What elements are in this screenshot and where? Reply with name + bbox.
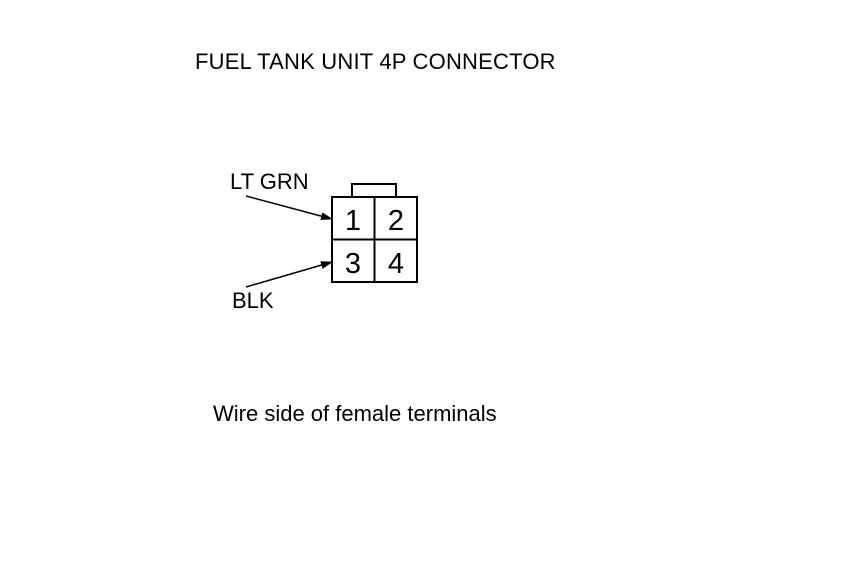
pin-number-4: 4: [388, 248, 404, 280]
diagram-title: FUEL TANK UNIT 4P CONNECTOR: [195, 49, 556, 74]
wire-arrow-pin-3: [245, 261, 333, 288]
wire-label-pin-3: BLK: [232, 288, 274, 313]
pin-number-3: 3: [345, 248, 361, 280]
pin-number-1: 1: [345, 205, 361, 237]
wire-arrow-pin-1: [245, 195, 333, 221]
connector-lock-tab: [351, 183, 397, 197]
diagram-caption: Wire side of female terminals: [213, 401, 497, 426]
pin-number-2: 2: [388, 205, 404, 237]
wire-label-pin-1: LT GRN: [230, 169, 309, 194]
